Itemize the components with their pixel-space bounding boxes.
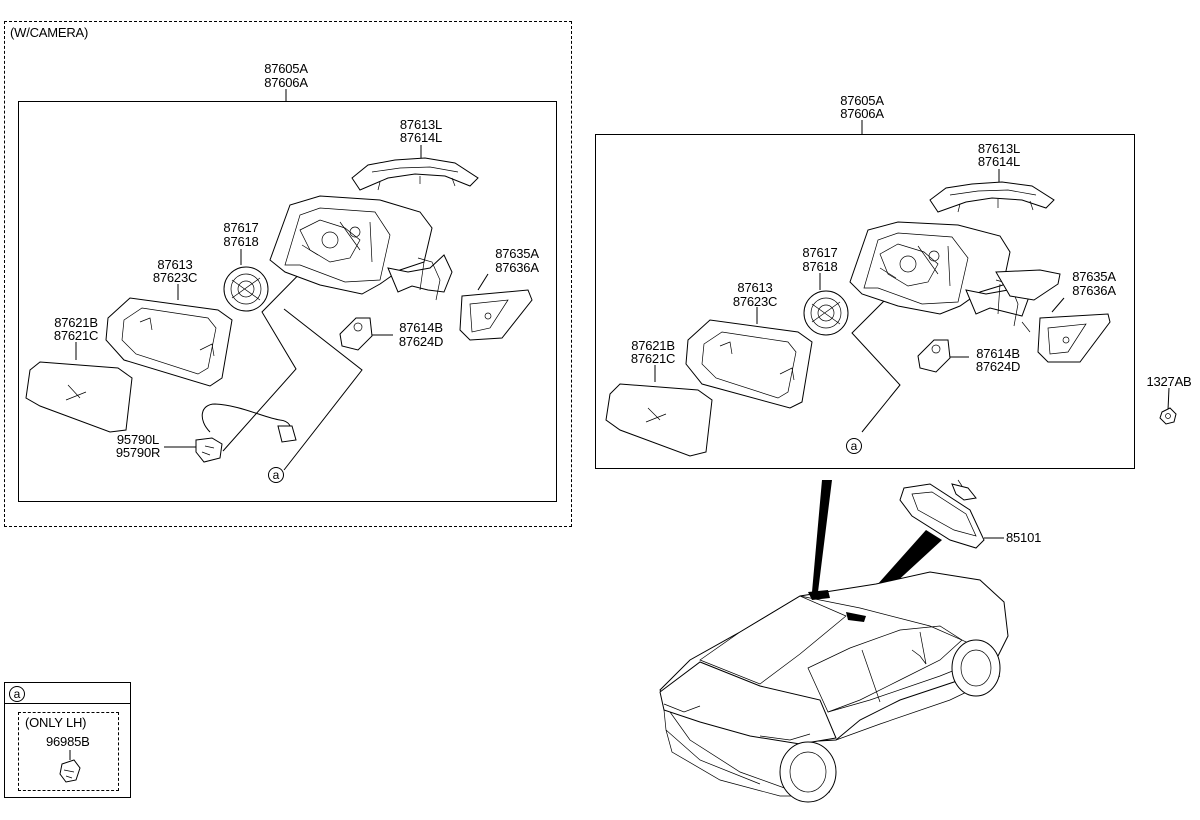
left-actuator-part-number-2[interactable]: 87618: [223, 234, 259, 249]
inside-mirror-part[interactable]: [899, 479, 1004, 549]
legend-header-divider: [4, 703, 131, 704]
right-mirror-base-part[interactable]: [1037, 313, 1111, 363]
right-screw-part-number[interactable]: 1327AB: [1146, 374, 1192, 389]
left-lamp-part-number-1[interactable]: 87614B: [399, 320, 443, 335]
left-camera-part-number-2[interactable]: 95790R: [115, 445, 161, 460]
right-housing-frame-part[interactable]: [685, 319, 813, 409]
camera-variant-title: (W/CAMERA): [10, 25, 89, 40]
right-lamp-part-number-1[interactable]: 87614B: [976, 346, 1020, 361]
left-camera-part[interactable]: [195, 403, 297, 463]
right-actuator-part-number-1[interactable]: 87617: [802, 245, 838, 260]
left-assembly-part-number-1[interactable]: 87605A: [264, 61, 308, 76]
legend-part-number[interactable]: 96985B: [46, 734, 90, 749]
right-assembly-part-number-2[interactable]: 87606A: [840, 106, 884, 121]
left-cover-trim-part-number-1[interactable]: 87613L: [399, 117, 443, 132]
right-assembly-part-number-1[interactable]: 87605A: [840, 93, 884, 108]
camera-variant-panel: [4, 21, 572, 527]
inside-mirror-part-number[interactable]: 85101: [1006, 530, 1042, 545]
right-glass-part-number-2[interactable]: 87621C: [630, 351, 676, 366]
left-mirror-base-part[interactable]: [459, 289, 533, 341]
right-actuator-part-number-2[interactable]: 87618: [802, 259, 838, 274]
left-cover-trim-part[interactable]: [351, 157, 479, 191]
right-cover-trim-part-number-2[interactable]: 87614L: [977, 154, 1021, 169]
left-lamp-part-number-2[interactable]: 87624D: [398, 334, 444, 349]
left-housing-part-number-2[interactable]: 87623C: [152, 270, 198, 285]
legend-part-icon: [59, 750, 81, 783]
right-housing-part-number-2[interactable]: 87623C: [732, 294, 778, 309]
right-cover-trim-part-number-1[interactable]: 87613L: [977, 141, 1021, 156]
sedan-vehicle-illustration: [659, 571, 1009, 803]
left-mirror-housing-part[interactable]: [269, 195, 453, 301]
right-glass-part-number-1[interactable]: 87621B: [631, 338, 675, 353]
left-base-part-number-1[interactable]: 87635A: [495, 246, 539, 261]
right-lamp-part-number-2[interactable]: 87624D: [975, 359, 1021, 374]
left-assembly-frame: [18, 101, 557, 502]
left-glass-part-number-1[interactable]: 87621B: [54, 315, 98, 330]
right-leader-lines: [654, 120, 1170, 433]
right-screw-part[interactable]: [1159, 407, 1177, 425]
right-lamp-part[interactable]: [917, 339, 951, 373]
right-base-part-number-2[interactable]: 87636A: [1072, 283, 1116, 298]
left-cover-trim-part-number-2[interactable]: 87614L: [399, 130, 443, 145]
right-callout-a[interactable]: a: [846, 438, 862, 454]
right-base-part-number-1[interactable]: 87635A: [1072, 269, 1116, 284]
legend-note: (ONLY LH): [25, 715, 87, 730]
right-actuator-part[interactable]: [803, 290, 849, 336]
left-mirror-glass-part[interactable]: [25, 361, 133, 433]
left-base-part-number-2[interactable]: 87636A: [495, 260, 539, 275]
right-cover-trim-part[interactable]: [929, 181, 1055, 213]
right-mirror-glass-part[interactable]: [605, 383, 713, 457]
right-assembly-frame: [595, 134, 1135, 469]
left-leader-lines: [75, 89, 489, 471]
legend-key-a: a: [9, 686, 25, 702]
legend-box: [4, 682, 131, 798]
right-mirror-housing-part[interactable]: [849, 221, 1061, 333]
left-housing-part-number-1[interactable]: 87613: [157, 257, 193, 272]
left-assembly-part-number-2[interactable]: 87606A: [264, 75, 308, 90]
left-glass-part-number-2[interactable]: 87621C: [53, 328, 99, 343]
left-housing-frame-part[interactable]: [105, 297, 233, 387]
left-camera-part-number-1[interactable]: 95790L: [116, 432, 160, 447]
right-housing-part-number-1[interactable]: 87613: [737, 280, 773, 295]
left-callout-a[interactable]: a: [268, 467, 284, 483]
left-actuator-part-number-1[interactable]: 87617: [223, 220, 259, 235]
left-lamp-part[interactable]: [339, 317, 373, 351]
left-actuator-part[interactable]: [223, 266, 269, 312]
legend-inner-box: [18, 712, 119, 791]
